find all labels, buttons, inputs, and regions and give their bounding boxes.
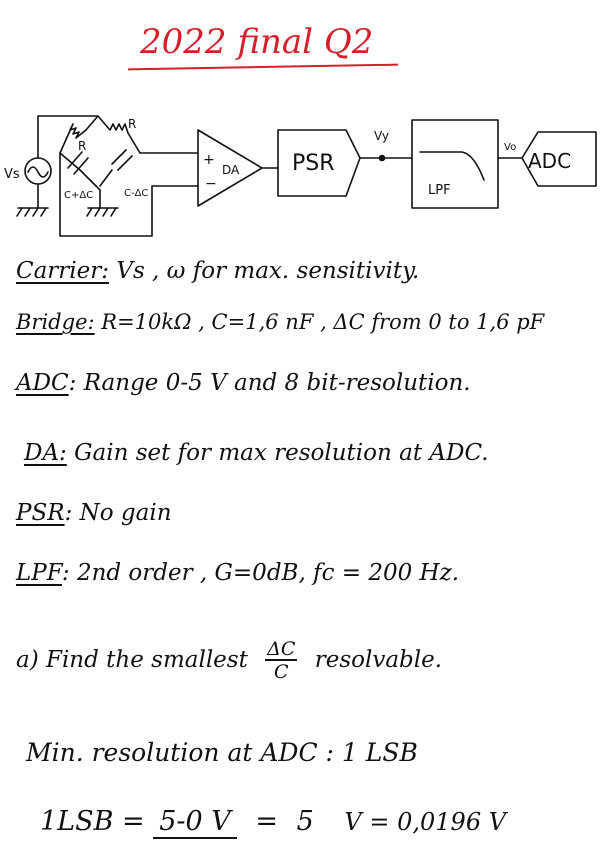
lsb-numerator: 5-0 V bbox=[153, 806, 237, 839]
da-plus: + bbox=[203, 152, 215, 168]
capacitor-left-label: C+ΔC bbox=[64, 190, 93, 201]
psr-label: PSR bbox=[292, 151, 335, 176]
lsb-left: 1LSB = bbox=[40, 806, 145, 837]
lpf-line: LPF: 2nd order , G=0dB, fc = 200 Hz. bbox=[16, 560, 459, 586]
adc-line: ADC: Range 0-5 V and 8 bit-resolution. bbox=[16, 370, 471, 396]
resistor-right bbox=[98, 116, 128, 133]
wire bbox=[128, 133, 140, 153]
carrier-label: Carrier: bbox=[16, 258, 109, 284]
adc-spec-text: : Range 0-5 V and 8 bit-resolution. bbox=[69, 370, 471, 396]
capacitor-right bbox=[112, 150, 132, 170]
ground-icon bbox=[87, 208, 118, 216]
lsb-five: 5 bbox=[297, 806, 314, 837]
source-label: Vs bbox=[4, 167, 20, 182]
lpf-block bbox=[412, 120, 498, 208]
lpf-spec-text: : 2nd order , G=0dB, fc = 200 Hz. bbox=[62, 560, 459, 586]
wire bbox=[60, 153, 80, 170]
da-spec-text: Gain set for max resolution at ADC. bbox=[67, 440, 489, 466]
question-a: a) Find the smallest ΔC C resolvable. bbox=[16, 640, 442, 682]
sine-icon bbox=[28, 167, 48, 177]
question-prefix: a) Find the smallest bbox=[16, 647, 248, 673]
question-suffix: resolvable. bbox=[315, 647, 442, 673]
resistor-left-label: R bbox=[78, 139, 86, 153]
da-spec-label: DA: bbox=[24, 440, 67, 466]
lsb-equals: = bbox=[255, 806, 278, 837]
bridge-label: Bridge: bbox=[16, 310, 95, 334]
resistor-right-label: R bbox=[128, 117, 136, 131]
da-minus: − bbox=[205, 176, 217, 192]
carrier-text: Vs , ω for max. sensitivity. bbox=[116, 258, 419, 284]
bridge-line: Bridge: R=10kΩ , C=1,6 nF , ΔC from 0 to… bbox=[16, 310, 544, 334]
psr-line: PSR: No gain bbox=[16, 500, 172, 526]
da-label: DA bbox=[222, 163, 240, 177]
vy-label: Vy bbox=[374, 129, 389, 143]
psr-spec-text: : No gain bbox=[65, 500, 172, 526]
adc-spec-label: ADC bbox=[16, 370, 69, 396]
wire bbox=[100, 170, 112, 186]
lsb-equation: 1LSB = 5-0 V = 5 V = 0,0196 V bbox=[40, 806, 506, 839]
vo-label: Vo bbox=[504, 142, 516, 153]
adc-label: ADC bbox=[528, 149, 571, 173]
lpf-label: LPF bbox=[428, 183, 451, 198]
title-underline bbox=[128, 64, 398, 71]
capacitor-right-label: C-ΔC bbox=[124, 188, 148, 199]
bridge-text: R=10kΩ , C=1,6 nF , ΔC from 0 to 1,6 pF bbox=[101, 310, 544, 334]
lpf-response-curve bbox=[420, 152, 484, 180]
page-title: 2022 final Q2 bbox=[140, 22, 373, 62]
psr-spec-label: PSR bbox=[16, 500, 65, 526]
circuit-diagram: Vs R R C+ΔC C-ΔC + − DA PSR Vy LPF Vo AD… bbox=[0, 108, 600, 243]
carrier-line: Carrier: Vs , ω for max. sensitivity. bbox=[16, 258, 419, 284]
fraction-numerator: ΔC bbox=[265, 640, 297, 661]
vy-node bbox=[380, 156, 385, 161]
wire bbox=[80, 170, 100, 208]
lsb-result: V = 0,0196 V bbox=[344, 808, 506, 836]
lpf-spec-label: LPF bbox=[16, 560, 62, 586]
min-resolution-line: Min. resolution at ADC : 1 LSB bbox=[26, 738, 418, 767]
da-line: DA: Gain set for max resolution at ADC. bbox=[24, 440, 489, 466]
fraction-denominator: C bbox=[265, 661, 297, 682]
delta-c-over-c: ΔC C bbox=[265, 640, 297, 682]
ground-icon bbox=[17, 208, 48, 216]
